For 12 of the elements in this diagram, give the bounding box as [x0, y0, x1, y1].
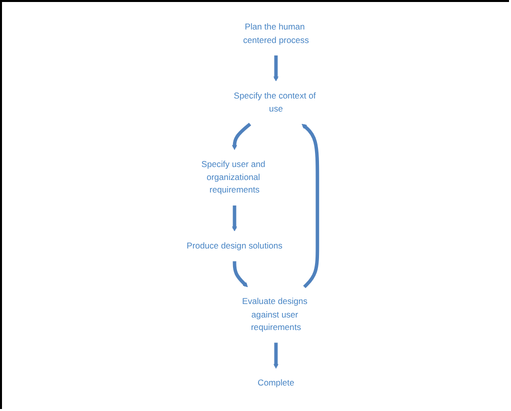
arrow [274, 55, 279, 82]
node-text: Specify the context of use [234, 90, 316, 114]
node-text: Produce design solutions [186, 240, 283, 251]
node-text: Plan the human centered process [243, 22, 310, 45]
arrow [274, 342, 279, 369]
node-text: Evaluate designs against user requirements [242, 296, 308, 332]
arrow [232, 122, 252, 150]
node-text: Specify user and organizational requirements [202, 159, 266, 195]
node-text: Complete [258, 378, 295, 388]
arrow [232, 206, 238, 232]
arrow [302, 124, 320, 288]
arrow [233, 261, 248, 288]
